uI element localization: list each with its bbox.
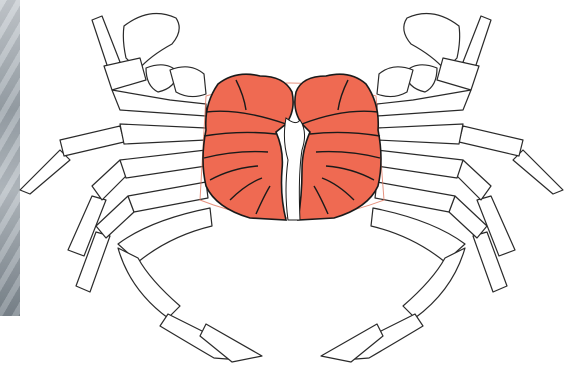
right-gill-lobe [295,74,381,220]
right-swimming-leg [321,208,465,362]
left-cheliped [92,14,206,117]
right-cheliped [377,14,491,117]
left-gill-lobe [203,74,293,220]
left-swimming-leg [118,208,262,362]
